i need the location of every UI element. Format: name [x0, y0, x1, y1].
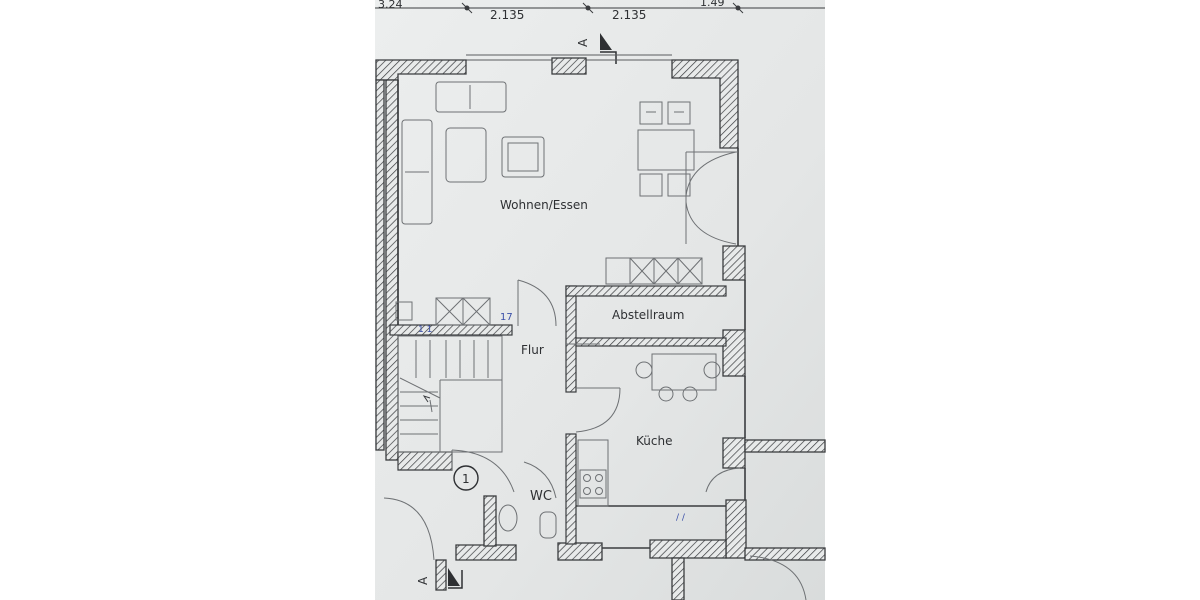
dim-label-4: 1.49 — [700, 0, 725, 9]
sideboard — [605, 257, 703, 285]
exterior-walls — [375, 57, 826, 600]
wardrobe — [395, 297, 491, 326]
room-label-storage: Abstellraum — [612, 308, 684, 322]
handwritten-mark-1: 17 — [500, 312, 513, 323]
bottom-left-door — [383, 497, 435, 561]
section-label-top: A — [576, 38, 590, 47]
kitchen-counter — [577, 439, 609, 507]
neighbour-door — [749, 555, 807, 600]
handwritten-mark-3: / / — [676, 513, 686, 523]
kitchen-side-door — [705, 467, 741, 493]
living-furniture — [401, 81, 695, 225]
room-label-living: Wohnen/Essen — [500, 198, 588, 212]
section-marker-bottom — [448, 568, 463, 589]
staircase — [397, 335, 503, 453]
hall-door — [517, 279, 557, 327]
room-label-wc: WC — [530, 489, 552, 504]
dim-label-3: 2.135 — [612, 8, 646, 22]
room-label-kitchen: Küche — [636, 434, 672, 448]
room-label-hall: Flur — [521, 343, 544, 357]
wc-fixtures — [498, 461, 557, 539]
stair-number-circle — [453, 465, 479, 491]
handwritten-mark-2: 1 1 — [418, 325, 432, 335]
kitchen-door — [566, 343, 621, 433]
stair-number: 1 — [462, 472, 470, 486]
dim-label-1: 3.24 — [378, 0, 403, 11]
entrance-door — [451, 449, 515, 493]
kitchen-table — [635, 353, 721, 402]
dimension-line-top — [375, 2, 825, 14]
section-label-bottom: A — [416, 576, 430, 585]
paper-sheet — [375, 0, 825, 600]
interior-walls — [389, 285, 727, 545]
patio-door — [685, 151, 738, 245]
dim-label-2: 2.135 — [490, 8, 524, 22]
